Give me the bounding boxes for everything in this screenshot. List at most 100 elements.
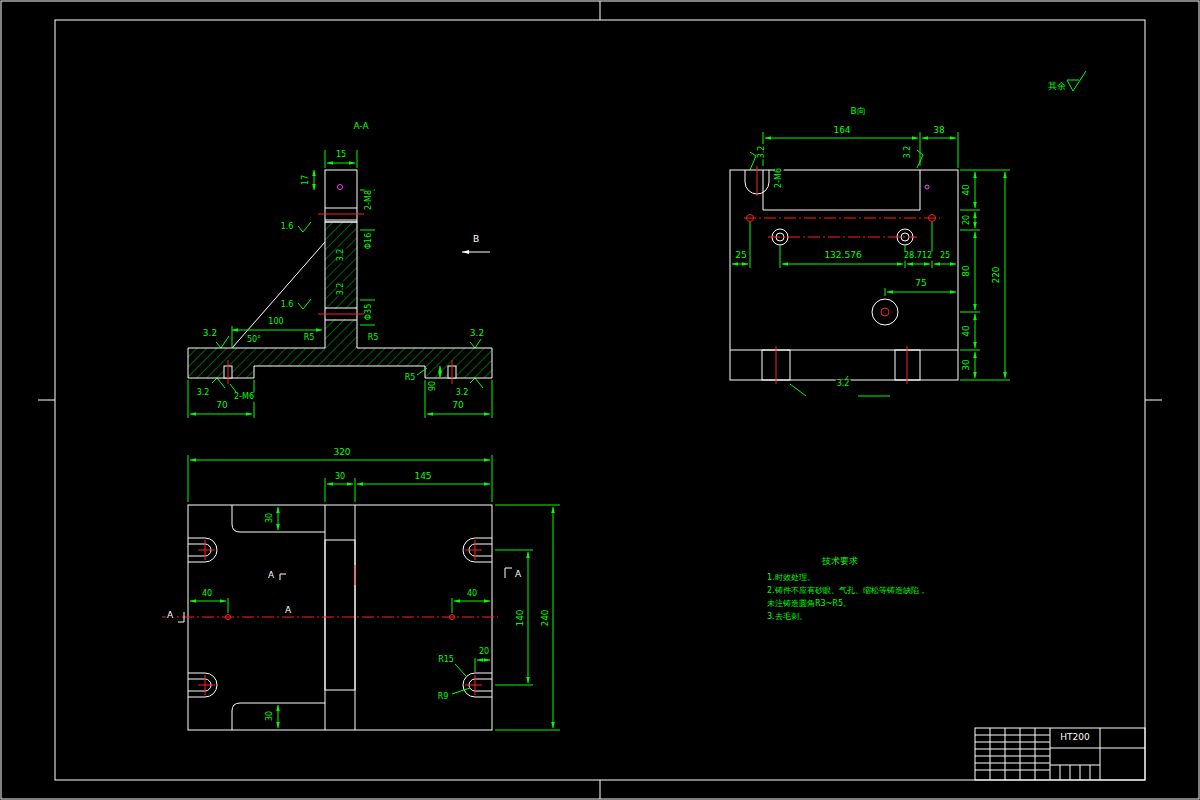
dimension-line <box>528 552 529 683</box>
dimension-line <box>920 132 921 166</box>
b-view <box>920 170 921 210</box>
dimension-line <box>495 685 533 686</box>
dimension-text: 320 <box>332 448 351 458</box>
plan-view <box>475 675 476 695</box>
roughness-symbol <box>750 152 756 170</box>
dimension-line <box>960 312 980 313</box>
dimension-text: 40 <box>962 183 972 196</box>
dimension-text: Φ16 <box>365 232 374 250</box>
dimension-line <box>327 163 355 164</box>
dimension-line <box>765 138 918 139</box>
dimension-line <box>922 138 956 139</box>
b-view <box>768 237 917 238</box>
plan-view <box>280 574 286 580</box>
b-view <box>776 346 777 384</box>
dimension-line <box>960 230 980 231</box>
section-view <box>228 360 229 384</box>
section-view <box>325 308 357 309</box>
section-view <box>188 170 492 384</box>
dimension-text: 技术要求 <box>821 557 859 567</box>
dimension-text: 70 <box>451 401 464 411</box>
dimension-line <box>455 664 466 676</box>
plan-view <box>188 673 217 697</box>
sheet-frame <box>55 20 1145 780</box>
dimension-text: 80 <box>962 264 972 277</box>
roughness-symbol <box>212 378 225 388</box>
plan-view <box>325 540 355 690</box>
dimension-line <box>495 550 533 551</box>
plan-view <box>205 675 206 695</box>
b-view <box>907 346 908 384</box>
note-text: 1.时效处理。 <box>766 574 816 583</box>
title-block <box>975 763 1050 764</box>
plan-view <box>232 505 325 532</box>
dimension-line <box>228 598 229 613</box>
section-view <box>188 222 492 378</box>
dimension-text: 40 <box>466 590 478 599</box>
dimension-text: 240 <box>541 608 551 627</box>
title-block <box>975 742 1050 743</box>
title-block <box>1080 765 1081 780</box>
dimension-line <box>958 132 959 168</box>
dimension-line <box>232 326 233 348</box>
dimension-line <box>960 350 980 351</box>
b-view <box>925 185 929 189</box>
dimension-text: 1.6 <box>280 223 295 232</box>
dimension-line <box>750 222 751 268</box>
dimension-line <box>495 505 560 506</box>
dimension-text: 70 <box>215 401 228 411</box>
dimension-line <box>355 478 356 502</box>
b-view <box>730 170 958 380</box>
dimension-text: 28.712 <box>903 252 933 261</box>
dimension-text: 40 <box>962 324 972 337</box>
dimension-text: 220 <box>992 265 1002 284</box>
plan-view <box>450 615 455 620</box>
dimension-text: R5 <box>404 374 417 383</box>
section-view <box>232 242 325 348</box>
dimension-text: 75 <box>914 279 927 289</box>
dimension-text: B向 <box>849 107 866 117</box>
title-block <box>1005 728 1006 780</box>
title-block <box>1020 728 1021 780</box>
dimension-line <box>360 230 375 231</box>
dimension-line <box>417 368 427 375</box>
note-text: 未注铸造圆角R3~R5。 <box>766 600 852 609</box>
b-view <box>730 166 958 384</box>
dimension-line <box>232 330 322 331</box>
b-view <box>747 215 754 222</box>
dimension-text: 3.2 <box>337 248 346 263</box>
dimension-line <box>452 598 453 613</box>
dimension-text: 15 <box>335 151 347 160</box>
section-view <box>325 208 357 209</box>
dimension-line <box>553 507 554 728</box>
plan-view <box>178 612 184 622</box>
section-view <box>318 314 364 315</box>
plan-view <box>232 703 325 730</box>
dimension-line <box>454 601 490 602</box>
dimension-line <box>732 132 1010 396</box>
plan-view <box>465 685 482 686</box>
dimension-line <box>314 170 315 190</box>
dimension-text: R9 <box>437 693 450 702</box>
dimension-line <box>188 150 492 418</box>
dimension-line <box>907 264 930 265</box>
dimension-line <box>477 660 490 661</box>
b-view <box>872 299 898 325</box>
title-block <box>975 749 1050 750</box>
dimension-text: A <box>514 570 522 580</box>
dimension-text: 20 <box>963 214 972 226</box>
dimension-line <box>427 414 490 415</box>
dimension-text: 25 <box>939 252 951 261</box>
title-block <box>1070 765 1071 780</box>
dimension-text: B <box>472 235 480 245</box>
section-view <box>318 214 364 215</box>
dimension-text: 3.2 <box>196 389 211 398</box>
dimension-line <box>1005 172 1006 378</box>
title-block <box>1050 765 1100 766</box>
dimension-text: Φ35 <box>365 303 374 321</box>
dimension-text: 3.2 <box>202 329 218 339</box>
dimension-line <box>858 396 890 397</box>
